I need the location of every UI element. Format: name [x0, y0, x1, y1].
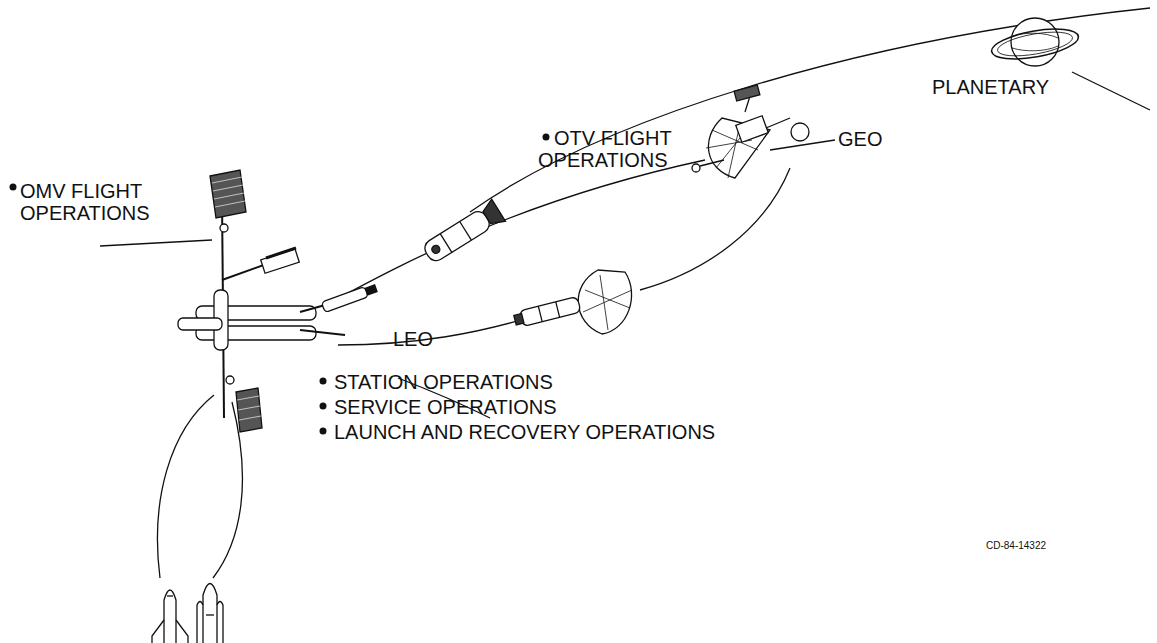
orbit-label: GEO: [838, 128, 882, 150]
space-shuttle: [197, 584, 223, 643]
omv-line: [100, 240, 212, 246]
figure-code: CD-84-14322: [986, 540, 1046, 551]
omv-label: OMV FLIGHT OPERATIONS: [20, 180, 150, 225]
operation-label: SERVICE OPERATIONS: [334, 396, 557, 418]
leo-satellite: [513, 270, 632, 334]
bullet: [320, 378, 327, 385]
recovery-path: [213, 402, 242, 578]
operation-label: LAUNCH AND RECOVERY OPERATIONS: [334, 421, 715, 443]
space-shuttle: [152, 590, 188, 643]
bullet: [10, 184, 17, 191]
planetary-trajectory: [470, 8, 1150, 212]
otv-label: OTV FLIGHT OPERATIONS: [538, 127, 713, 172]
bullet: [320, 403, 327, 410]
bullet: [320, 428, 327, 435]
geo-return: [640, 168, 790, 290]
bullet: [543, 134, 550, 141]
saturn-planet: [989, 18, 1080, 66]
geo-line: [770, 140, 835, 150]
operation-label: STATION OPERATIONS: [334, 371, 553, 393]
orbit-label: LEO: [393, 328, 433, 350]
planetary-label: PLANETARY: [932, 76, 1049, 98]
otv-trajectory: [335, 160, 705, 300]
geo-satellite: [692, 85, 809, 178]
otv-vehicle: [420, 199, 505, 266]
launch-path: [157, 395, 214, 578]
planetary-line: [1072, 72, 1150, 110]
